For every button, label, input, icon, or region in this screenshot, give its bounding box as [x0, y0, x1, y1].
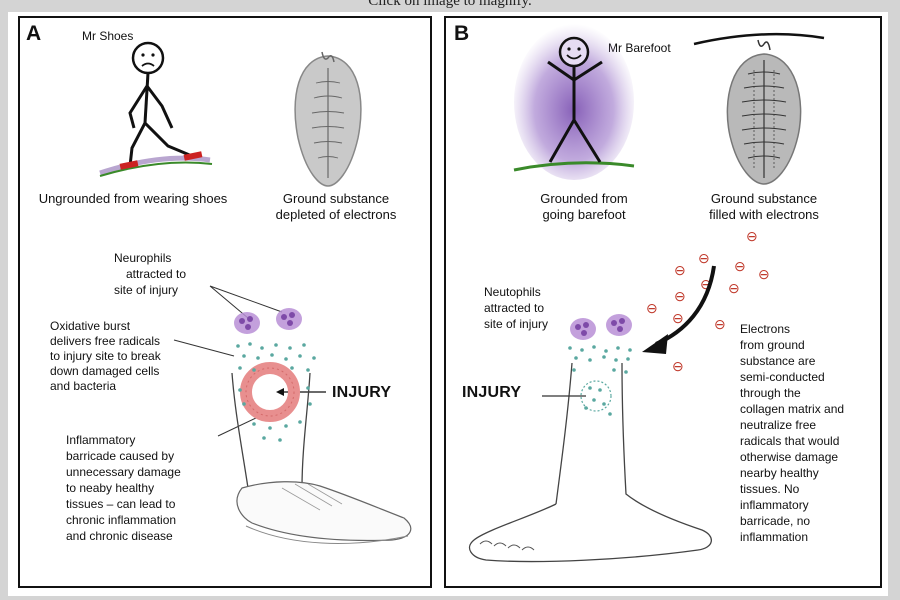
electrons-label-line-6: collagen matrix and — [740, 402, 845, 416]
ungrounded-caption: Ungrounded from wearing shoes — [38, 191, 228, 206]
panel-b: B Mr Barefoot Grounded from going barefo… — [444, 16, 882, 588]
happy-stick-figure-icon — [513, 24, 635, 180]
neutrophil-icon — [570, 318, 596, 340]
electrons-label-line-10: nearby healthy — [740, 466, 819, 480]
neutrophils-label-a-line-1: Neurophils — [114, 251, 172, 265]
oxidative-label-line-1: Oxidative burst — [50, 319, 131, 333]
fibroblast-cell-icon — [294, 51, 362, 187]
neutrophils-label-b-line-1: Neutophils — [484, 285, 541, 299]
electron-icon: ⊖ — [714, 316, 726, 332]
barricade-label-line-3: unnecessary damage — [66, 465, 181, 479]
depleted-caption-line-2: depleted of electrons — [275, 207, 397, 222]
electrons-label-line-14: inflammation — [740, 530, 809, 544]
electrons-label-line-3: substance are — [740, 354, 816, 368]
shoe-leg-illustration — [173, 285, 412, 544]
electron-icon: ⊖ — [672, 310, 684, 326]
oxidative-label-line-5: and bacteria — [50, 379, 117, 393]
electron-icon: ⊖ — [698, 250, 710, 266]
barricade-label-line-7: and chronic disease — [66, 529, 173, 543]
grounded-caption-line-2: going barefoot — [542, 207, 626, 222]
barricade-label-line-1: Inflammatory — [66, 433, 136, 447]
neutrophil-icon — [606, 314, 632, 336]
electrons-label-line-12: inflammatory — [740, 498, 809, 512]
oxidative-label-line-3: to injury site to break — [50, 349, 161, 363]
filled-caption-line-2: filled with electrons — [709, 207, 819, 222]
electrons-label-line-9: otherwise damage — [740, 450, 839, 464]
electrons-label-line-8: radicals that would — [740, 434, 840, 448]
electron-icon: ⊖ — [728, 280, 740, 296]
electrons-label-line-11: tissues. No — [740, 482, 800, 496]
electron-icon: ⊖ — [700, 276, 712, 292]
sad-stick-figure-icon — [99, 41, 213, 177]
electron-icon: ⊖ — [746, 228, 758, 244]
barricade-label-line-5: tissues – can lead to — [66, 497, 176, 511]
depleted-caption-line-1: Ground substance — [282, 191, 390, 206]
electrons-label-line-5: through the — [740, 386, 801, 400]
arrow-icon — [642, 334, 668, 354]
electrons-label-line-1: Electrons — [740, 322, 791, 336]
electron-icon: ⊖ — [674, 288, 686, 304]
neutrophils-label-b-line-3: site of injury — [484, 317, 549, 331]
grounded-caption-line-1: Grounded from — [540, 191, 628, 206]
fibroblast-cell-icon — [693, 32, 825, 185]
mr-shoes-label: Mr Shoes — [82, 29, 134, 43]
neutrophils-label-a-line-3: site of injury — [114, 283, 179, 297]
barricade-label-line-6: chronic inflammation — [66, 513, 177, 527]
barricade-label-line-4: to neaby healthy — [66, 481, 155, 495]
oxidative-label-line-2: delivers free radicals — [50, 334, 161, 348]
panel-b-letter: B — [454, 22, 470, 45]
electrons-label-line-4: semi-conducted — [740, 370, 825, 384]
mr-barefoot-label: Mr Barefoot — [608, 41, 671, 55]
neutrophils-label-a-line-2: attracted to — [126, 267, 187, 281]
panel-a-letter: A — [26, 22, 42, 45]
neutrophil-icon — [234, 312, 260, 334]
free-radicals-particles — [236, 342, 316, 442]
barricade-label-line-2: barricade caused by — [66, 449, 175, 463]
electrons-label-line-7: neutralize free — [740, 418, 817, 432]
electrons-label-line-2: from ground — [740, 338, 805, 352]
injury-label-b: INJURY — [462, 384, 522, 401]
neutrophil-icon — [276, 308, 302, 330]
electron-icon: ⊖ — [646, 300, 658, 316]
electrons-label-line-13: barricade, no — [740, 514, 811, 528]
electron-icon: ⊖ — [674, 262, 686, 278]
page-caption: Click on image to magnify. — [368, 0, 532, 9]
electron-icon: ⊖ — [672, 358, 684, 374]
filled-caption-line-1: Ground substance — [710, 191, 818, 206]
electron-icon: ⊖ — [734, 258, 746, 274]
bare-foot-leg-illustration — [469, 265, 716, 563]
oxidative-label-line-4: down damaged cells — [50, 364, 160, 378]
neutrophils-label-b-line-2: attracted to — [484, 301, 545, 315]
electron-icon: ⊖ — [758, 266, 770, 282]
injury-label-a: INJURY — [332, 384, 392, 401]
neutralized-particles — [568, 345, 632, 416]
panel-a: A Mr Shoes Ungrounded from wearing shoes… — [18, 16, 432, 588]
